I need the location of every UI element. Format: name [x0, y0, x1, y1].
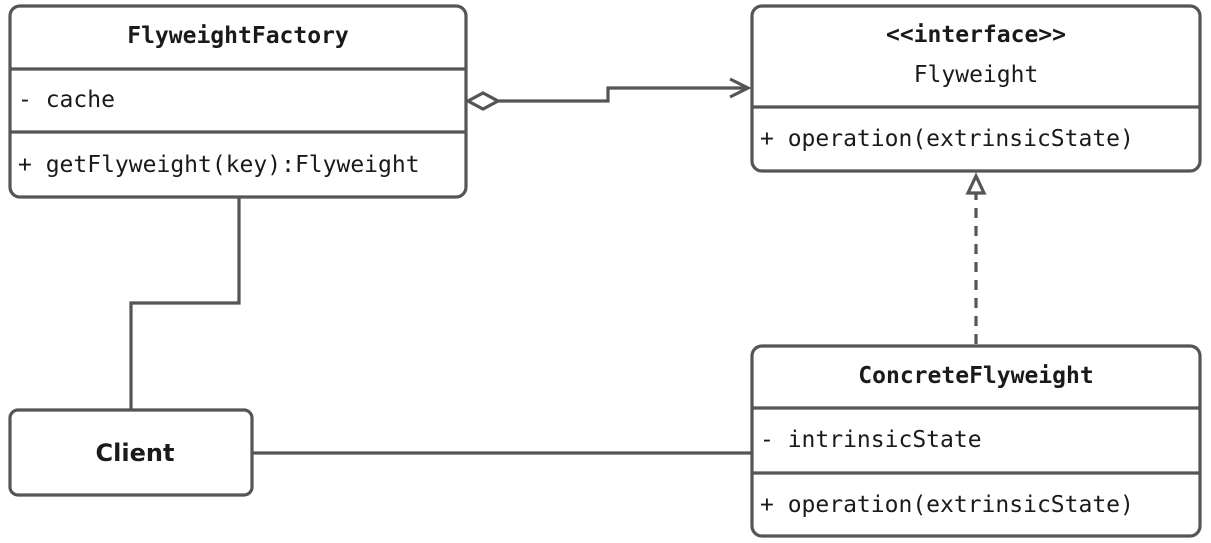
concrete-flyweight-attribute: - intrinsicState	[760, 427, 982, 453]
flyweight-factory-name: FlyweightFactory	[127, 23, 349, 49]
aggregation-edge	[498, 86, 746, 103]
client-name: Client	[96, 439, 175, 467]
concrete-flyweight-name: ConcreteFlyweight	[858, 363, 1093, 389]
open-arrow-head	[729, 77, 752, 99]
realization-triangle	[965, 172, 987, 195]
flyweight-stereotype: <<interface>>	[886, 22, 1066, 48]
aggregation-diamond	[464, 91, 502, 111]
class-flyweight-factory: FlyweightFactory - cache + getFlyweight(…	[8, 4, 468, 199]
flyweight-name: Flyweight	[914, 62, 1039, 88]
client-factory-edge	[129, 197, 241, 410]
class-concrete-flyweight: ConcreteFlyweight - intrinsicState + ope…	[750, 344, 1202, 538]
class-client: Client	[8, 408, 254, 497]
concrete-flyweight-operation: + operation(extrinsicState)	[760, 492, 1134, 518]
flyweight-operation: + operation(extrinsicState)	[760, 126, 1134, 152]
flyweight-factory-operation: + getFlyweight(key):Flyweight	[18, 152, 420, 178]
interface-flyweight: <<interface>> Flyweight + operation(extr…	[750, 4, 1202, 173]
flyweight-factory-attribute: - cache	[18, 87, 115, 113]
edges	[129, 77, 987, 455]
